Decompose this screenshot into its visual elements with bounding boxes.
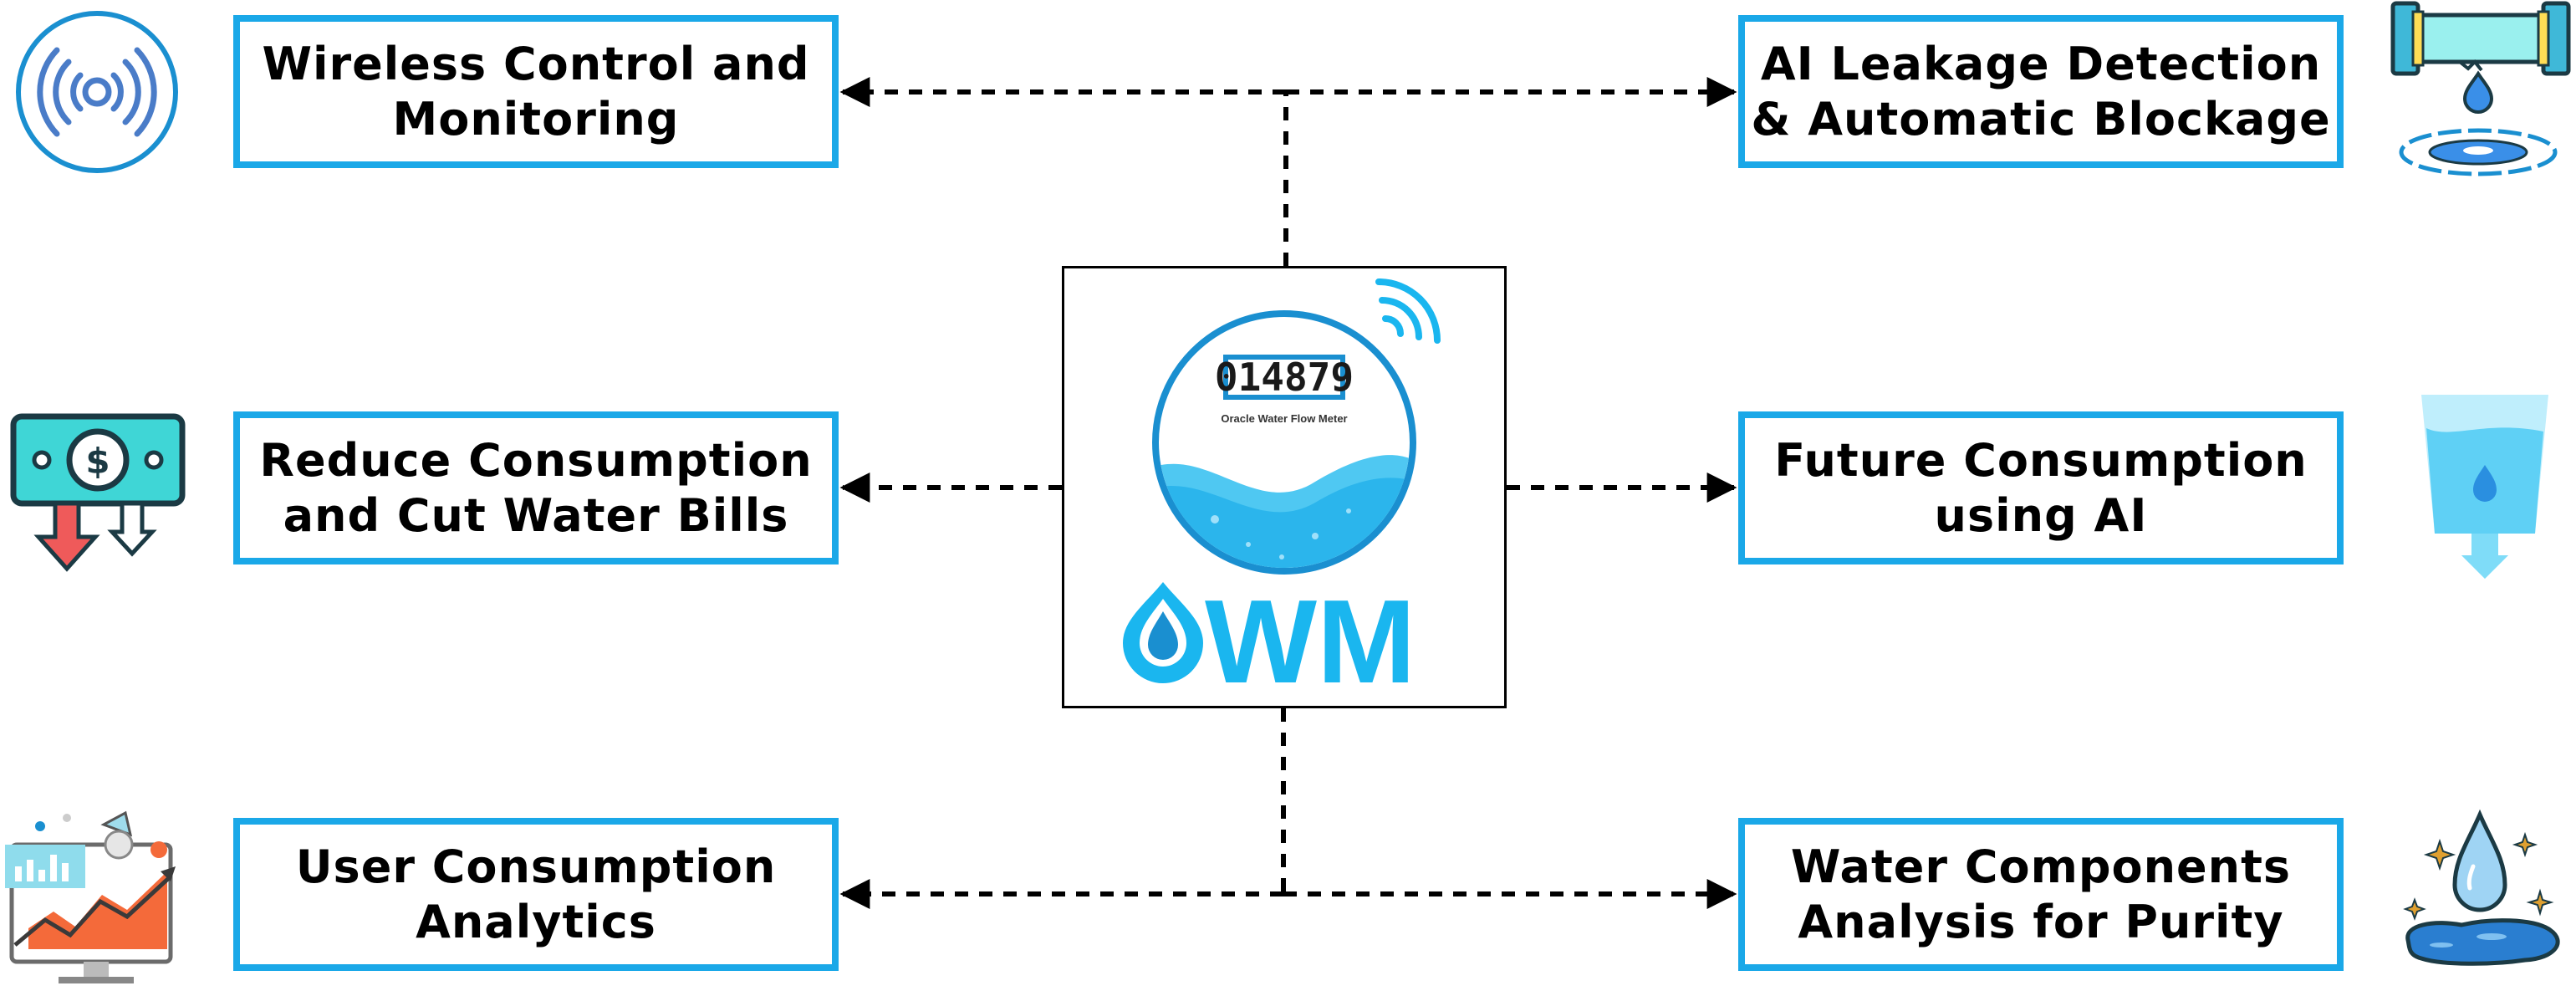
analytics-chart-icon — [5, 810, 176, 983]
svg-text:$: $ — [85, 441, 110, 482]
feature-analytics-label: User Consumption Analytics — [295, 840, 777, 948]
feature-wireless-control: Wireless Control and Monitoring — [233, 15, 839, 168]
logo-wordmark: WM — [1205, 575, 1416, 706]
money-down-icon: $ — [10, 413, 186, 572]
water-meter-hub: 014879 Oracle Water Flow Meter WM — [1062, 266, 1507, 708]
feature-reduce-label: Reduce Consumption and Cut Water Bills — [259, 433, 813, 542]
water-meter-logo: 014879 Oracle Water Flow Meter WM — [1123, 278, 1441, 708]
feature-purity-label: Water Components Analysis for Purity — [1790, 840, 2292, 948]
feature-leakage-detection: AI Leakage Detection & Automatic Blockag… — [1738, 15, 2344, 168]
water-drop-puddle-icon — [2403, 809, 2560, 966]
meter-caption: Oracle Water Flow Meter — [1221, 412, 1347, 425]
meter-reading: 014879 — [1215, 355, 1354, 400]
feature-future-consumption: Future Consumption using AI — [1738, 411, 2344, 564]
leaking-pipe-icon — [2390, 1, 2571, 176]
feature-reduce-consumption: Reduce Consumption and Cut Water Bills — [233, 411, 839, 564]
meter-wifi-icon — [1375, 278, 1441, 344]
feature-user-analytics: User Consumption Analytics — [233, 818, 839, 971]
wireless-signal-icon — [16, 11, 178, 173]
water-container-icon — [2421, 395, 2548, 579]
feature-future-label: Future Consumption using AI — [1774, 433, 2308, 542]
feature-wireless-label: Wireless Control and Monitoring — [262, 37, 810, 146]
feature-leak-label: AI Leakage Detection & Automatic Blockag… — [1751, 37, 2331, 146]
feature-water-purity: Water Components Analysis for Purity — [1738, 818, 2344, 971]
logo-drop-icon — [1123, 582, 1203, 683]
